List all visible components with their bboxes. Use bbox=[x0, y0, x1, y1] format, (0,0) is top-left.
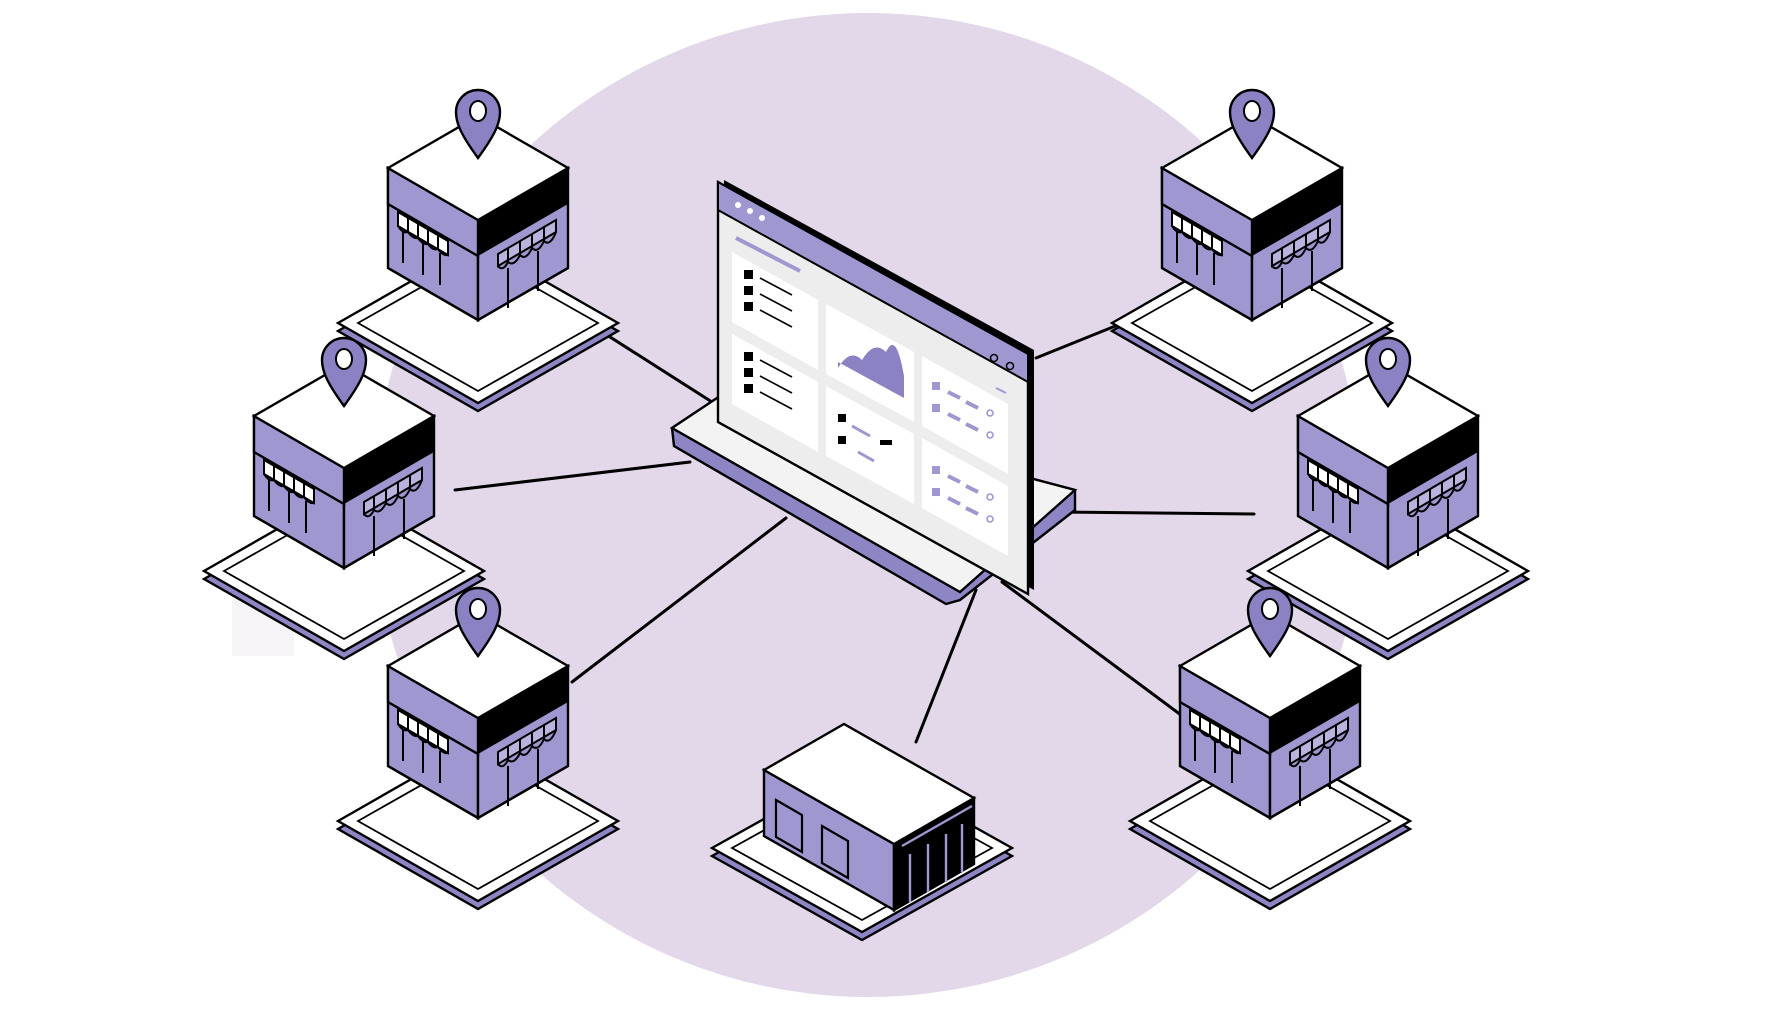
dashboard-monitor-icon bbox=[716, 179, 1030, 597]
connection-line bbox=[1056, 510, 1256, 516]
warehouse-icon bbox=[761, 722, 977, 913]
warehouse-bottom bbox=[709, 722, 1015, 942]
connection-line bbox=[453, 460, 692, 492]
connection-lines bbox=[453, 308, 1256, 744]
connection-line bbox=[570, 516, 788, 684]
connection-line bbox=[1000, 580, 1187, 720]
connection-line bbox=[914, 588, 978, 744]
dashboard-monitor bbox=[669, 179, 1078, 606]
